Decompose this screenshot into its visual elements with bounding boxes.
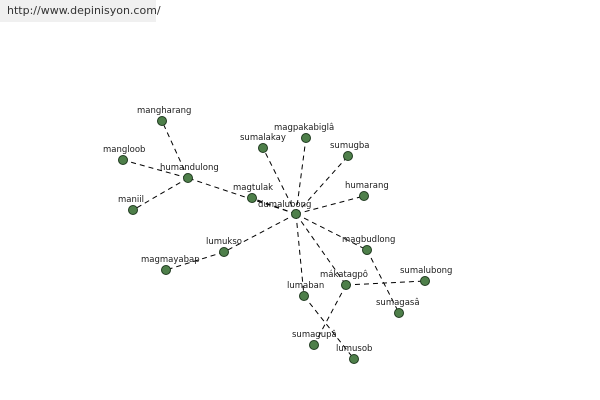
edge-dumalubong-sumugba <box>295 155 349 215</box>
edge-dumalubong-sumalakay <box>262 147 297 215</box>
edge-humandulong-mangloob <box>122 159 189 179</box>
edge-lumaban-lumusob <box>303 295 355 360</box>
node-label-humarang: humarang <box>345 181 389 191</box>
node-makatagpo[interactable] <box>341 280 351 290</box>
edge-dumalubong-lumukso <box>223 213 297 253</box>
edge-dumalubong-makatagpo <box>295 213 347 286</box>
node-label-maniil: maniil <box>118 195 144 205</box>
node-label-lumusob: lumusob <box>336 344 372 354</box>
node-label-lumaban: lumaban <box>287 281 324 291</box>
node-sumalakay[interactable] <box>258 143 268 153</box>
graph-nodes <box>118 116 430 364</box>
node-magmayabap[interactable] <box>161 265 171 275</box>
node-maniil[interactable] <box>128 205 138 215</box>
node-sumugba[interactable] <box>343 151 353 161</box>
node-label-magtulak: magtulak <box>233 183 273 193</box>
node-sumagupa[interactable] <box>309 340 319 350</box>
node-label-magmayabap: magmayabap <box>141 255 200 265</box>
edge-humandulong-maniil <box>132 177 189 211</box>
node-lumusob[interactable] <box>349 354 359 364</box>
node-dumalubong[interactable] <box>291 209 301 219</box>
node-label-sumagupa: sumagupâ <box>292 330 337 340</box>
edge-dumalubong-lumaban <box>295 213 305 297</box>
edge-dumalubong-humarang <box>295 195 365 215</box>
node-label-mangharang: mangharang <box>137 106 191 116</box>
node-label-sumalubong: sumalubong <box>400 266 452 276</box>
node-humarang[interactable] <box>359 191 369 201</box>
node-label-mangloob: mangloob <box>103 145 145 155</box>
node-lumukso[interactable] <box>219 247 229 257</box>
graph-labels: dumalubong humandulong mangharang mangloob m… <box>103 106 452 354</box>
node-label-sumagasa: sumagasâ <box>376 298 420 308</box>
node-label-magbudlong: magbudlong <box>342 235 395 245</box>
node-mangharang[interactable] <box>157 116 167 126</box>
node-label-sumalakay: sumalakay <box>240 133 286 143</box>
edge-humandulong-mangharang <box>161 120 189 179</box>
node-lumaban[interactable] <box>299 291 309 301</box>
node-humandulong[interactable] <box>183 173 193 183</box>
node-label-dumalubong: dumalubong <box>258 200 311 210</box>
edge-dumalubong-magtulak <box>251 197 297 215</box>
graph-edges <box>122 120 426 360</box>
url-banner: http://www.depinisyon.com/ <box>0 0 161 22</box>
node-magbudlong[interactable] <box>362 245 372 255</box>
edge-makatagpo-sumalubong <box>345 280 426 286</box>
node-sumagasa[interactable] <box>394 308 404 318</box>
node-label-lumukso: lumukso <box>206 237 242 247</box>
node-label-makatagpo: mákatagpô <box>320 269 368 280</box>
edge-dumalubong-magbudlong <box>295 213 368 251</box>
node-magpakabigla[interactable] <box>301 133 311 143</box>
node-sumalubong[interactable] <box>420 276 430 286</box>
edge-lumukso-magmayabap <box>165 251 225 271</box>
node-label-magpakabigla: magpakabiglâ <box>274 123 334 133</box>
node-label-sumugba: sumugba <box>330 141 369 151</box>
edge-magbudlong-sumagasa <box>366 249 400 314</box>
edge-dumalubong-magpakabigla <box>295 137 307 215</box>
edge-makatagpo-sumagupa <box>313 284 347 346</box>
edge-dumalubong-humandulong <box>187 177 297 215</box>
node-label-humandulong: humandulong <box>160 163 219 173</box>
node-mangloob[interactable] <box>118 155 128 165</box>
node-magtulak[interactable] <box>247 193 257 203</box>
